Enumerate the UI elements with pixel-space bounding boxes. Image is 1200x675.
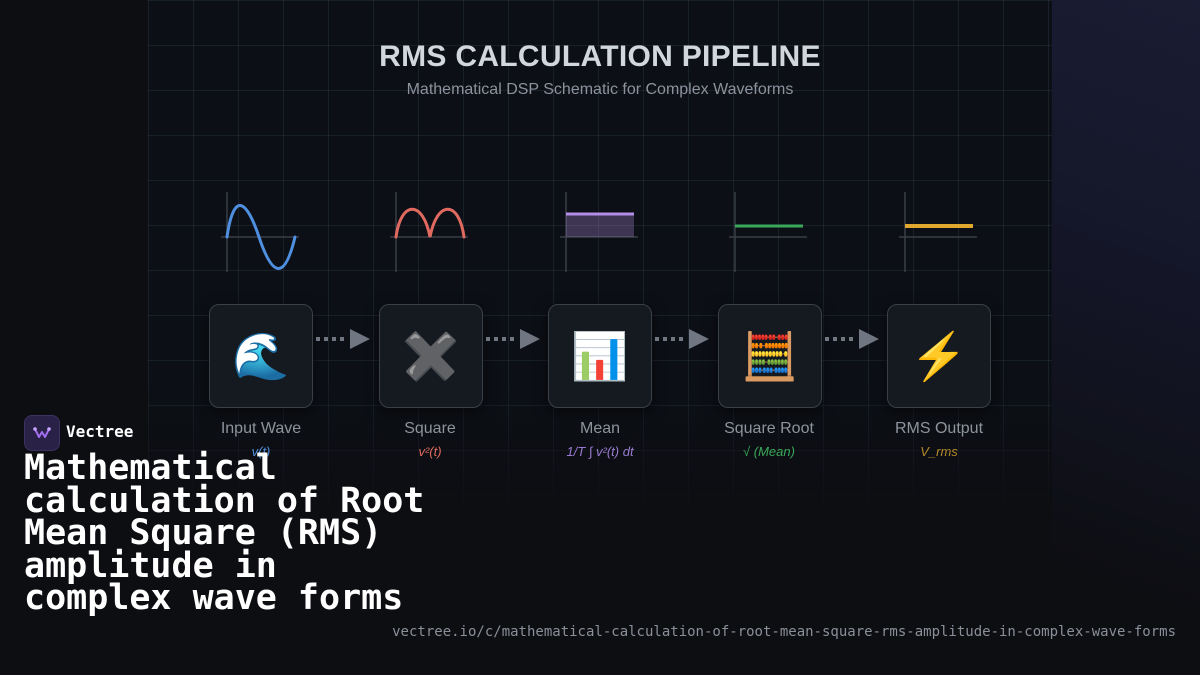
flow-arrow-3 [655, 329, 709, 349]
lightning-icon: ⚡ [910, 329, 968, 382]
input-wave-graph [221, 192, 299, 272]
flow-arrow-2 [486, 329, 540, 349]
stage-rms-output-box[interactable]: ⚡ [887, 304, 991, 408]
rms-output-graph [899, 192, 977, 272]
multiply-icon: ✖️ [402, 329, 460, 382]
bar-chart-icon: 📊 [571, 329, 629, 382]
background-gradient [1050, 0, 1200, 675]
square-root-graph [729, 192, 807, 272]
stage-input-wave-label: Input Wave [220, 420, 302, 437]
stage-mean-label: Mean [579, 420, 621, 437]
stage-square-root-label: Square Root [724, 420, 814, 437]
headline: Mathematical calculation of Root Mean Sq… [24, 448, 425, 619]
vectree-logo [24, 415, 60, 451]
source-url[interactable]: vectree.io/c/mathematical-calculation-of… [392, 624, 1176, 640]
stage-rms-output-formula: V_rms [920, 444, 958, 459]
stage-square-root-box[interactable]: 🧮 [718, 304, 822, 408]
rectified-wave-curve [394, 207, 466, 239]
square-graph [390, 192, 468, 272]
diagram-subtitle: Mathematical DSP Schematic for Complex W… [406, 81, 794, 98]
diagram-title: RMS CALCULATION PIPELINE [379, 40, 821, 73]
mean-area [566, 214, 634, 237]
stage-square-label: Square [404, 420, 456, 437]
stage-input-wave-formula: v(t) [251, 444, 271, 459]
stage-mean-formula: 1/T ∫ v²(t) dt [566, 444, 634, 459]
stage-mean-box[interactable]: 📊 [548, 304, 652, 408]
flow-arrow-4 [825, 329, 879, 349]
stage-square-formula: v²(t) [418, 444, 442, 459]
stage-input-wave-box[interactable]: 🌊 [209, 304, 313, 408]
sine-wave-curve [225, 204, 297, 270]
wave-icon: 🌊 [232, 329, 290, 382]
flow-arrow-1 [316, 329, 370, 349]
mean-graph [560, 192, 638, 272]
stage-rms-output-label: RMS Output [894, 420, 984, 437]
brand-name: Vectree [66, 422, 134, 441]
abacus-icon: 🧮 [741, 329, 799, 382]
vectree-logo-icon [33, 427, 51, 438]
stage-square-box[interactable]: ✖️ [379, 304, 483, 408]
stage-square-root-formula: √ (Mean) [743, 444, 795, 459]
